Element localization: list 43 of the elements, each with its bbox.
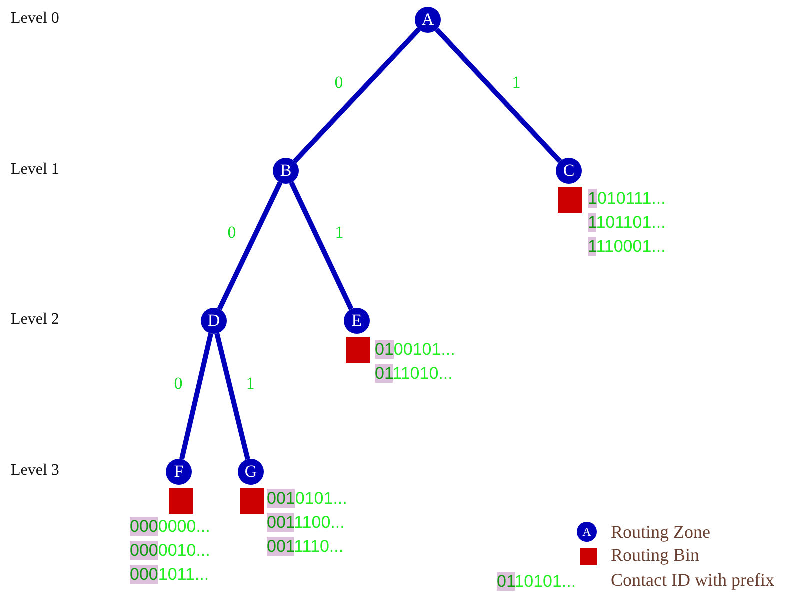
level-label: Level 3 xyxy=(11,462,60,480)
legend-text: Contact ID with prefix xyxy=(611,570,774,591)
routing-zone-circle: F xyxy=(166,459,192,485)
contact-id: 0111010... xyxy=(375,363,454,385)
contact-id: 0001011... xyxy=(130,564,210,586)
edge-label: 1 xyxy=(512,72,521,92)
contact-id: 0000010... xyxy=(130,540,210,562)
level-label: Level 1 xyxy=(11,161,60,179)
tree-edge xyxy=(180,333,214,460)
routing-zone-circle: B xyxy=(273,158,299,184)
legend-text: Routing Zone xyxy=(611,522,710,543)
tree-edge xyxy=(435,28,562,164)
contact-id: 0010101... xyxy=(267,488,348,510)
contact-id: 0011110... xyxy=(267,536,345,558)
level-label: Level 0 xyxy=(11,10,60,28)
contact-id: 0011100... xyxy=(267,512,346,534)
edge-label: 0 xyxy=(334,72,344,92)
contact-id: 0000000... xyxy=(130,516,210,538)
routing-bin xyxy=(558,187,582,213)
routing-zone-circle: D xyxy=(201,308,227,334)
contact-id: 1101101... xyxy=(588,212,666,234)
tree-edge xyxy=(289,182,354,310)
contact-id: 0100101... xyxy=(375,339,456,361)
legend-sample-id: 0110101... xyxy=(497,571,576,593)
edge-label: 1 xyxy=(246,374,255,394)
routing-bin xyxy=(346,337,370,363)
legend-text: Routing Bin xyxy=(611,545,700,566)
routing-zone-circle: C xyxy=(556,158,582,184)
contact-id: 1010111... xyxy=(588,188,666,210)
routing-zone-circle: G xyxy=(238,459,264,485)
routing-zone-circle: E xyxy=(344,308,370,334)
edge-label: 0 xyxy=(174,374,183,394)
contact-id: 1110001... xyxy=(588,236,666,258)
tree-edge xyxy=(214,333,250,460)
routing-bin xyxy=(169,488,193,514)
routing-bin xyxy=(240,488,264,514)
tree-edge xyxy=(217,182,283,310)
routing-zone-circle: A xyxy=(415,7,441,33)
edge-label: 1 xyxy=(335,223,344,243)
tree-edge xyxy=(293,28,421,164)
level-label: Level 2 xyxy=(11,311,60,329)
edge-label: 0 xyxy=(228,223,236,243)
legend-zone-circle: A xyxy=(577,522,597,542)
